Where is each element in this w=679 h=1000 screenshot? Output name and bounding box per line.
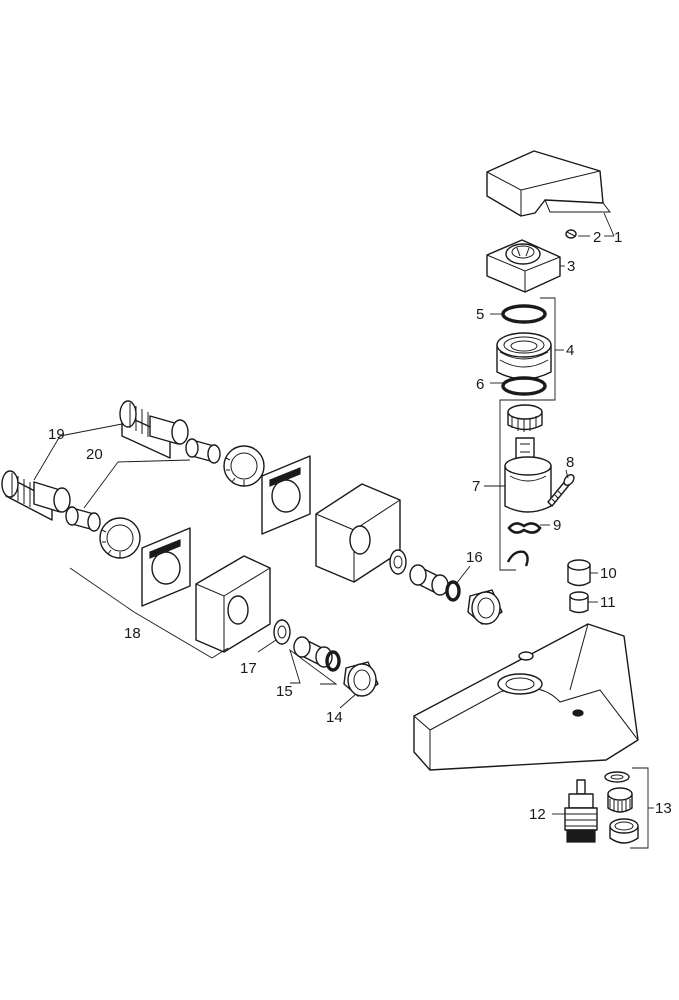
cap-part xyxy=(567,559,591,587)
sleeve-lower-part xyxy=(65,506,101,532)
washer-upper-part xyxy=(389,549,407,575)
label-part-11: 11 xyxy=(600,594,616,611)
label-part-8: 8 xyxy=(566,454,574,471)
label-part-1: 1 xyxy=(614,229,622,246)
cartridge-part xyxy=(504,404,552,513)
label-part-2: 2 xyxy=(593,229,601,246)
label-part-10: 10 xyxy=(600,565,617,582)
connector-upper-part xyxy=(409,564,449,596)
o-ring-16-part xyxy=(445,580,461,602)
label-part-14: 14 xyxy=(326,709,343,726)
adapter-block-part xyxy=(486,239,561,293)
mixer-body-part xyxy=(413,623,639,771)
washer-set-part xyxy=(604,771,639,844)
label-part-9: 9 xyxy=(553,517,561,534)
nut-upper-part xyxy=(223,445,265,487)
sleeve-upper-part xyxy=(185,438,221,464)
label-part-19: 19 xyxy=(48,426,65,443)
rosette-upper-part xyxy=(315,483,401,583)
clip-part xyxy=(507,522,542,534)
label-part-17: 17 xyxy=(240,660,257,677)
retaining-hook-part xyxy=(506,550,529,567)
cylinder-part xyxy=(569,591,589,614)
part-labels: 1 2 3 4 5 6 7 8 9 10 11 12 13 14 15 16 1… xyxy=(48,229,672,823)
union-nut-upper-part xyxy=(467,589,503,625)
o-ring-15-part xyxy=(325,650,341,672)
nut-part xyxy=(496,332,552,380)
o-ring-part xyxy=(501,304,547,324)
eccentric-union-lower-part xyxy=(1,470,71,521)
o-ring-lower-part xyxy=(501,376,547,396)
nut-lower-part xyxy=(99,517,141,559)
union-nut-lower-part xyxy=(343,661,379,697)
wall-plate-upper-part xyxy=(261,455,311,535)
label-part-4: 4 xyxy=(566,342,574,359)
washer-lower-part xyxy=(273,619,291,645)
label-part-3: 3 xyxy=(567,258,575,275)
wall-plate-lower-part xyxy=(141,527,191,607)
label-part-15: 15 xyxy=(276,683,293,700)
eccentric-union-upper-part xyxy=(119,400,189,459)
label-part-16: 16 xyxy=(466,549,483,566)
screw-part xyxy=(547,474,575,507)
rosette-lower-part xyxy=(195,555,271,653)
valve-insert-part xyxy=(564,779,598,843)
leader-lines xyxy=(33,212,654,849)
label-part-6: 6 xyxy=(476,376,484,393)
label-part-12: 12 xyxy=(529,806,546,823)
label-part-13: 13 xyxy=(655,800,672,817)
label-part-7: 7 xyxy=(472,478,480,495)
label-part-5: 5 xyxy=(476,306,484,323)
label-part-20: 20 xyxy=(86,446,103,463)
label-part-18: 18 xyxy=(124,625,141,642)
spout-part xyxy=(486,150,612,217)
small-screw-part xyxy=(565,229,577,239)
